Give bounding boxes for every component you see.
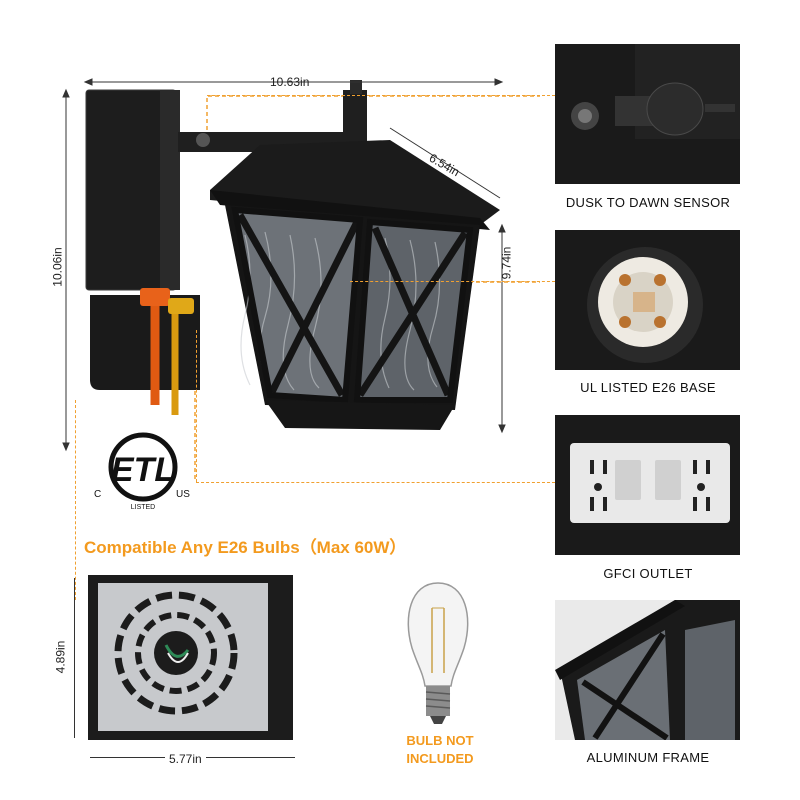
- bulb-not-included-note: BULB NOT INCLUDED: [380, 732, 500, 768]
- feature-thumb-e26-base: [555, 230, 740, 370]
- gfci-connector-vertical: [196, 330, 197, 482]
- bulb-icon: [407, 582, 469, 724]
- height-dimension-label: 10.06in: [50, 247, 65, 287]
- aluminum-frame-icon: [555, 600, 740, 740]
- feature-label-e26-base: UL LISTED E26 BASE: [580, 380, 716, 395]
- etl-mark-icon: ETL C US LISTED: [94, 432, 190, 511]
- feature-thumb-sensor: [555, 44, 740, 184]
- box-height-dim-line: [74, 578, 75, 738]
- feature-thumb-gfci: [555, 415, 740, 555]
- junction-box-illustration: [88, 575, 293, 740]
- etl-c: C: [94, 489, 101, 500]
- lantern-height-label: 9.74in: [499, 246, 514, 280]
- etl-letters: ETL: [111, 451, 175, 489]
- socket-connector-line: [350, 281, 555, 282]
- e26-socket-icon: [555, 230, 740, 370]
- main-fixture-illustration: [60, 60, 540, 480]
- etl-listed: LISTED: [131, 504, 156, 511]
- gfci-connector-line: [196, 482, 555, 483]
- feature-label-gfci: GFCI OUTLET: [603, 566, 693, 581]
- etl-listed-logo: ETL C US LISTED: [88, 425, 198, 515]
- sensor-icon: [555, 44, 740, 184]
- gfci-outlet-icon: [555, 415, 740, 555]
- box-width-label: 5.77in: [165, 752, 206, 766]
- edison-bulb-illustration: [398, 578, 478, 728]
- feature-label-frame: ALUMINUM FRAME: [586, 750, 710, 765]
- lantern-fixture-drawing: [62, 78, 540, 480]
- bulb-note-line1: BULB NOT: [406, 733, 474, 748]
- box-height-label: 4.89in: [53, 640, 68, 674]
- compatibility-text: Compatible Any E26 Bulbs（Max 60W）: [84, 538, 407, 557]
- bulb-note-line2: INCLUDED: [406, 751, 474, 766]
- width-dimension-label: 10.63in: [270, 75, 310, 89]
- feature-label-sensor: DUSK TO DAWN SENSOR: [565, 195, 731, 210]
- box-connector-vertical: [75, 400, 76, 600]
- etl-us: US: [176, 489, 190, 500]
- sensor-connector-line: [207, 95, 555, 96]
- junction-box-drawing: [88, 575, 293, 740]
- feature-thumb-frame: [555, 600, 740, 740]
